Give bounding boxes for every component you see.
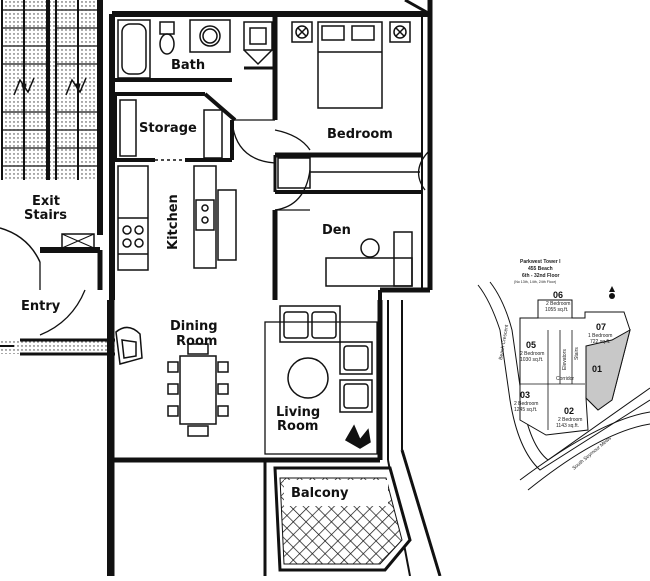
unit-05-type: 2 Bedroom [520, 351, 544, 357]
room-label-dining-room: Room [176, 334, 217, 349]
keyplan-title-2: 455 Beach [528, 266, 553, 272]
room-label-den: Den [322, 223, 351, 238]
unit-03-type: 2 Bedroom [514, 401, 538, 407]
room-label-entry: Entry [21, 299, 61, 314]
stair-shafts [0, 0, 105, 235]
room-label-living-room: Room [277, 419, 318, 434]
storage-kitchen [117, 99, 237, 271]
unit-05-area: 1030 sq.ft. [520, 357, 543, 363]
room-label-kitchen: Kitchen [166, 194, 181, 250]
unit-06-area: 1055 sq.ft. [545, 307, 568, 313]
entry-walls [0, 227, 115, 576]
room-label-storage: Storage [139, 121, 197, 136]
dining-set [115, 326, 229, 437]
keyplan-title-1: Parkwest Tower I [520, 259, 561, 265]
unit-02-area: 1143 sq.ft. [556, 423, 579, 429]
unit-walls [109, 0, 442, 577]
room-label-bath: Bath [171, 58, 205, 73]
unit-02-number: 02 [564, 406, 574, 416]
unit-05-number: 05 [526, 340, 536, 350]
room-label-bedroom: Bedroom [327, 127, 393, 142]
unit-07-area: 722 sq.ft. [590, 339, 611, 345]
room-label-balcony: Balcony [291, 486, 349, 501]
unit-06-number: 06 [553, 290, 563, 300]
north-arrow-icon [609, 293, 615, 299]
keyplan-stairs: Stairs [574, 347, 580, 360]
den-furniture [325, 231, 413, 287]
unit-07-number: 07 [596, 322, 606, 332]
room-label-living: Living [276, 405, 320, 420]
unit-03-area: 1245 sq.ft. [514, 407, 537, 413]
keyplan-title-3: 6th - 32nd Floor [522, 273, 560, 279]
unit-07-type: 1 Bedroom [588, 333, 612, 339]
unit-03-number: 03 [520, 390, 530, 400]
room-labels: Bath Storage Bedroom Exit Stairs Kitchen… [21, 58, 393, 501]
room-label-dining: Dining [170, 319, 218, 334]
balcony [273, 466, 412, 572]
room-label-exit: Exit [32, 194, 60, 209]
keyplan-elevators: Elevators [562, 349, 568, 370]
keyplan-title-4: (No 13th, 14th, 24th Floor) [514, 280, 556, 284]
keyplan-corridor: Corridor [556, 376, 574, 382]
living-furniture [264, 305, 378, 455]
bed [277, 21, 420, 189]
room-label-stairs: Stairs [24, 208, 67, 223]
unit-02-type: 2 Bedroom [558, 417, 582, 423]
bath-fixtures [117, 19, 273, 79]
door-swings [231, 119, 431, 211]
unit-01-number: 01 [592, 364, 602, 374]
selected-unit-highlight [585, 328, 631, 411]
key-plan: Parkwest Tower I 455 Beach 6th - 32nd Fl… [477, 259, 650, 491]
unit-06-type: 2 Bedroom [546, 301, 570, 307]
